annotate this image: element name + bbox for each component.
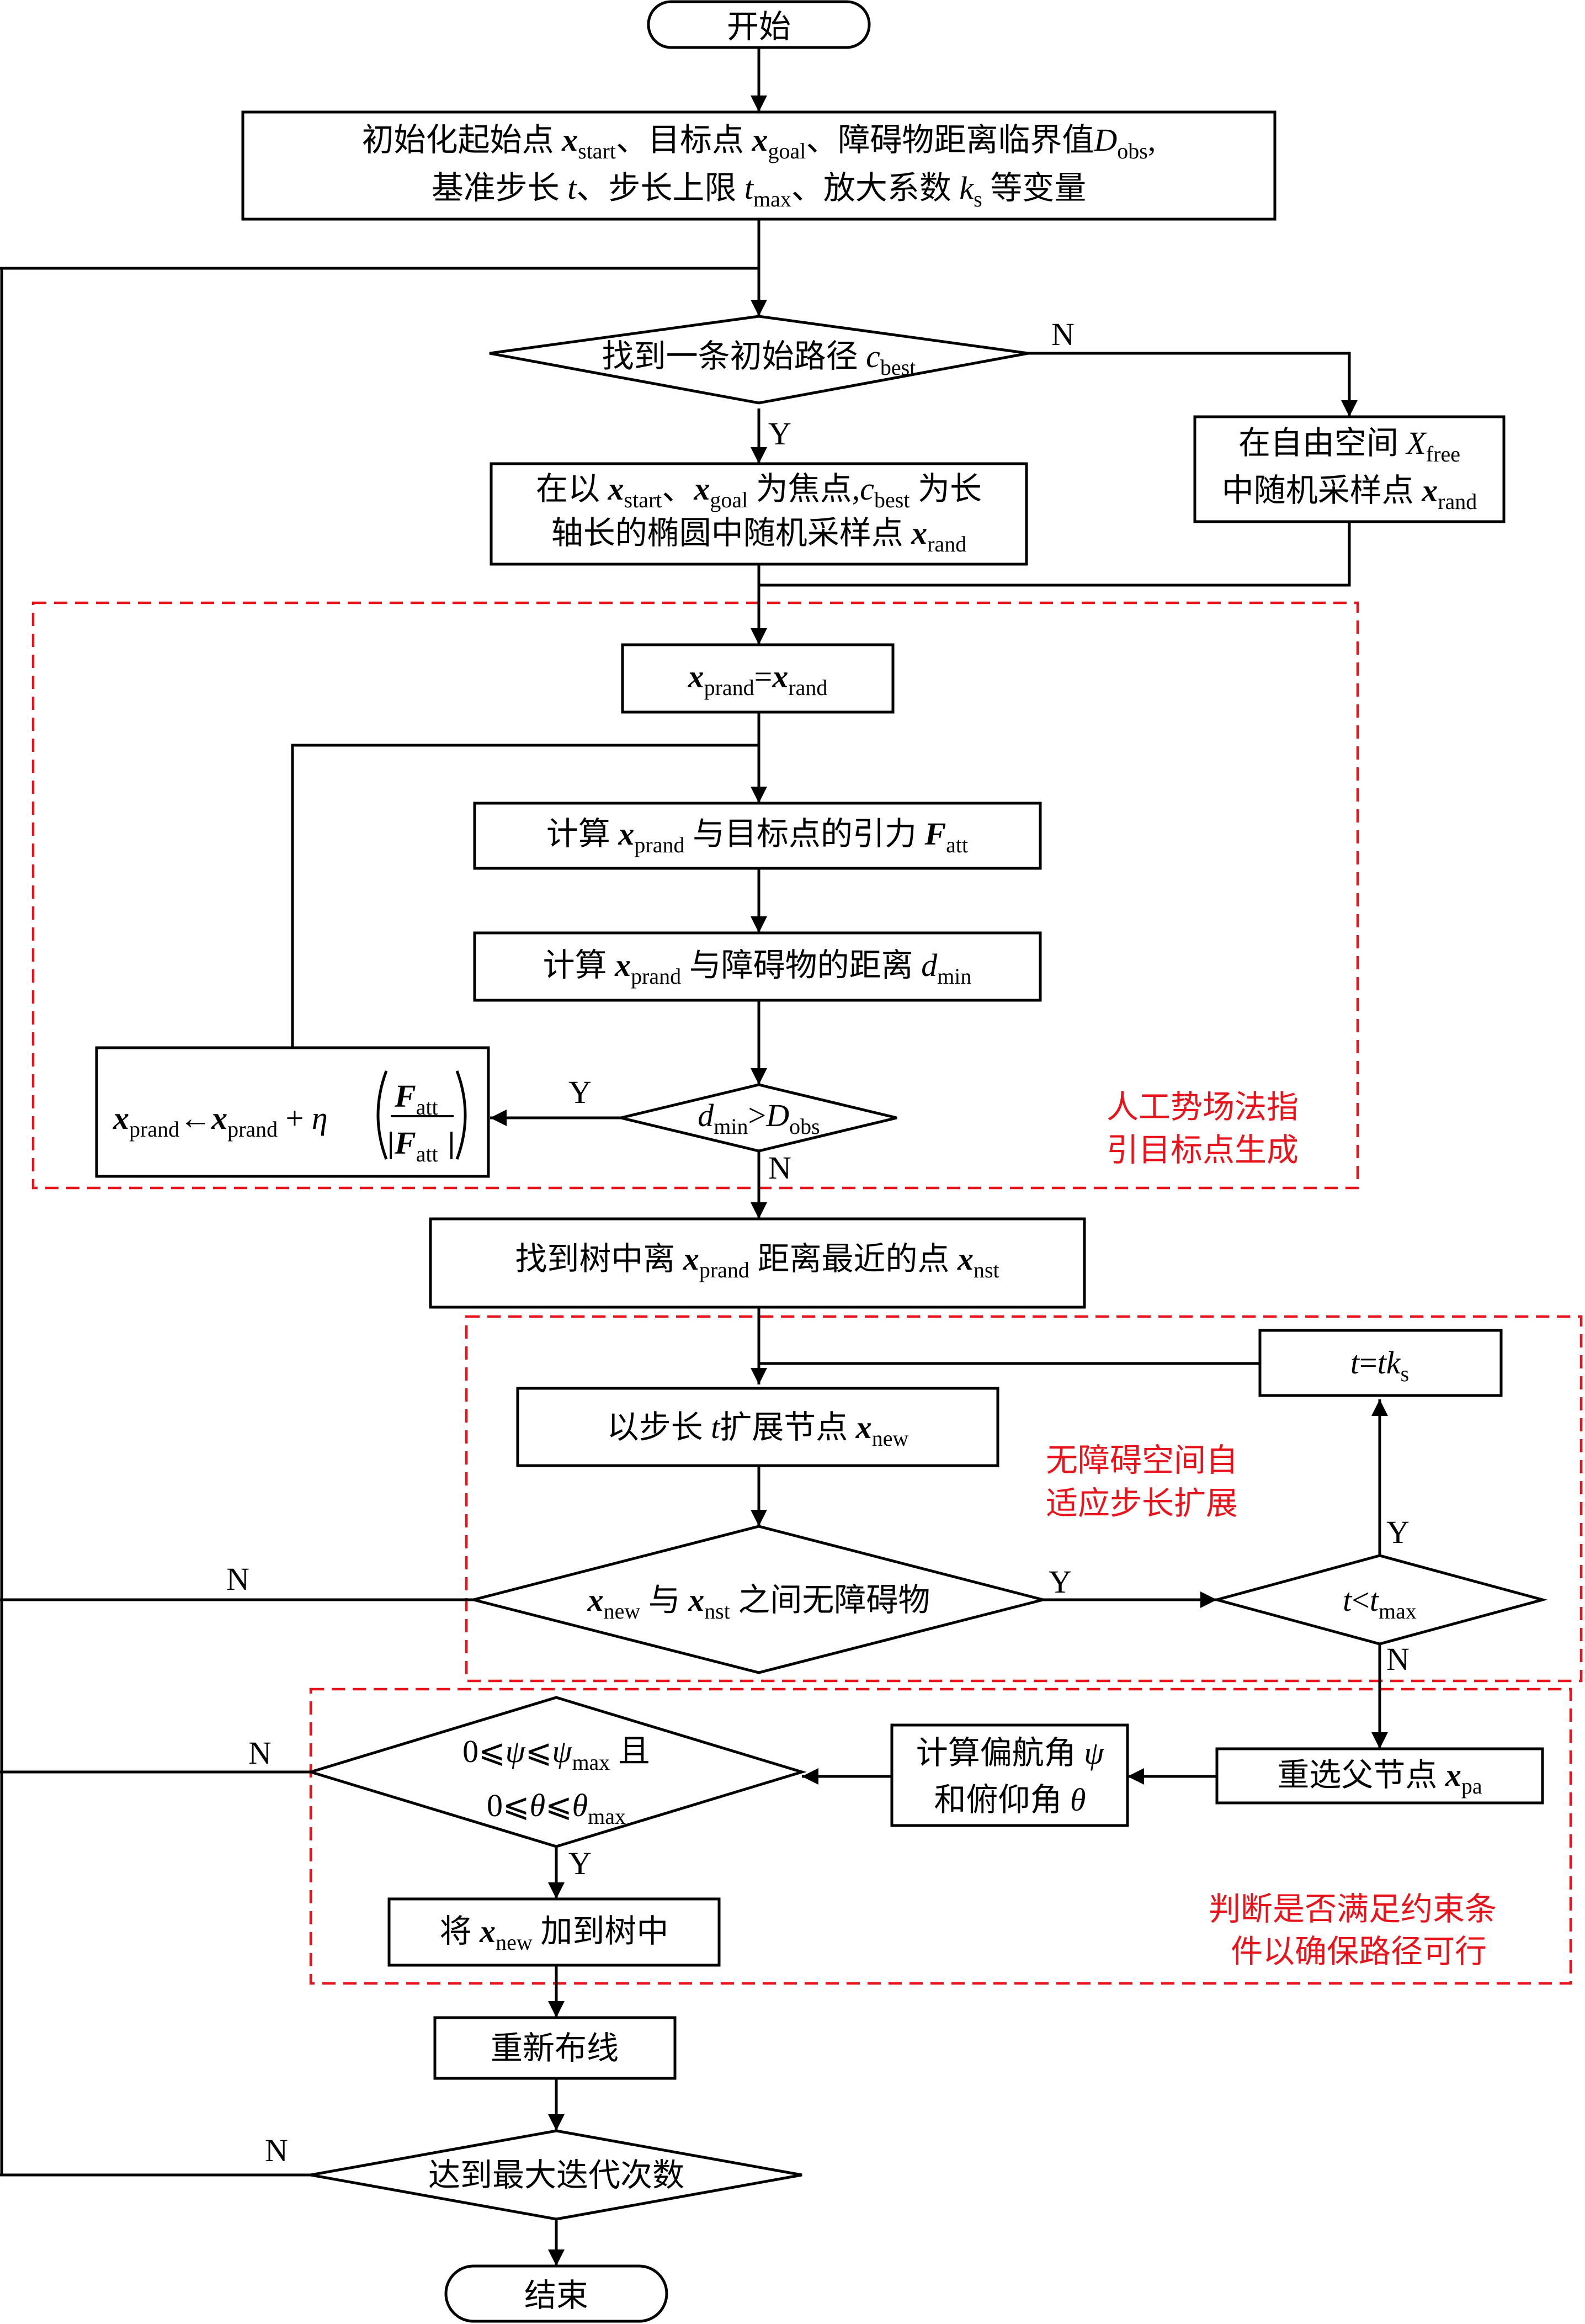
update-prand-box xyxy=(95,1046,490,1178)
reparent-box xyxy=(1215,1747,1544,1805)
update-formula: xprand←xprand + η Fatt Fatt xyxy=(113,1070,467,1166)
adaptive-step-region xyxy=(465,1315,1583,1683)
assign-label: xprand=xrand xyxy=(688,659,828,700)
rewire-label: 重新布线 xyxy=(491,2030,619,2066)
initial-path-label: 找到一条初始路径 cbest xyxy=(602,338,916,380)
step-limit-label: t<tmax xyxy=(1343,1582,1417,1623)
step-scale-label: t=tks xyxy=(1350,1345,1409,1386)
d6-no-label: N xyxy=(265,2132,288,2168)
yaw-line2: 和俯仰角 θ xyxy=(934,1782,1086,1818)
extend-node-label: 以步长 t扩展节点 xnew xyxy=(607,1409,909,1451)
reparent-label: 重选父节点 xpa xyxy=(1277,1757,1482,1798)
constraint-check-region xyxy=(309,1688,1572,1985)
assign-box xyxy=(621,643,895,714)
start-label: 开始 xyxy=(727,9,791,45)
end-terminal xyxy=(444,2264,668,2323)
d2-no-label: N xyxy=(768,1150,791,1186)
find-nearest-label: 找到树中离 xprand 距离最近的点 xnst xyxy=(515,1241,999,1282)
init-box xyxy=(241,110,1276,221)
initial-path-decision xyxy=(489,315,1029,405)
calc-distance-label: 计算 xprand 与障碍物的距离 dmin xyxy=(543,947,972,989)
angle-constraint-decision xyxy=(306,1696,807,1848)
init-line1: 初始化起始点 xstart、目标点 xgoal、障碍物距离临界值Dobs, xyxy=(362,122,1156,163)
calc-distance-box xyxy=(473,931,1042,1002)
step-limit-decision xyxy=(1211,1554,1548,1646)
d4-no-label: N xyxy=(1386,1641,1410,1677)
ellipse-sampling-box xyxy=(490,462,1028,566)
end-label: 结束 xyxy=(524,2278,588,2314)
ellipse-line2: 轴长的椭圆中随机采样点 xrand xyxy=(551,515,967,556)
max-iteration-label: 达到最大迭代次数 xyxy=(428,2157,684,2193)
d5-yes-label: Y xyxy=(568,1845,592,1881)
obstacle-free-decision xyxy=(473,1525,1044,1674)
update-denominator: Fatt xyxy=(394,1125,438,1166)
distance-decision xyxy=(620,1083,897,1153)
yaw-pitch-box xyxy=(890,1723,1129,1827)
apf-region xyxy=(31,601,1359,1190)
d4-yes-label: Y xyxy=(1386,1514,1410,1550)
apf-region-label-2: 引目标点生成 xyxy=(1107,1132,1299,1168)
free-sampling-box xyxy=(1193,415,1506,523)
distance-decision-label: dmin>Dobs xyxy=(698,1097,820,1139)
check-region-label-1: 判断是否满足约束条 xyxy=(1209,1891,1497,1927)
init-line2: 基准步长 t、步长上限 tmax、放大系数 ks 等变量 xyxy=(432,170,1087,211)
check-region-label-2: 件以确保路径可行 xyxy=(1231,1934,1487,1970)
free-line1: 在自由空间 Xfree xyxy=(1238,425,1460,466)
free-line2: 中随机采样点 xrand xyxy=(1222,473,1477,514)
adapt-region-label-1: 无障碍空间自 xyxy=(1046,1442,1238,1478)
obstacle-free-label: xnew 与 xnst 之间无障碍物 xyxy=(587,1582,930,1623)
add-to-tree-label: 将 xnew 加到树中 xyxy=(440,1913,669,1955)
d3-no-label: N xyxy=(226,1561,249,1597)
angle-line2: 0⩽θ⩽θmax xyxy=(487,1787,626,1829)
step-scale-box xyxy=(1258,1329,1503,1397)
angle-line1: 0⩽ψ⩽ψmax 且 xyxy=(462,1733,650,1775)
d1-no-label: N xyxy=(1051,316,1075,352)
d5-no-label: N xyxy=(248,1735,272,1771)
start-terminal xyxy=(647,0,871,49)
connectors xyxy=(0,47,1388,2266)
rewire-box xyxy=(433,2016,677,2080)
max-iteration-decision xyxy=(310,2129,802,2221)
apf-region-label-1: 人工势场法指 xyxy=(1107,1089,1299,1125)
calc-attraction-box xyxy=(473,802,1042,870)
ellipse-line1: 在以 xstart、xgoal 为焦点,cbest 为长 xyxy=(536,471,982,512)
d1-yes-label: Y xyxy=(768,416,791,452)
calc-attraction-label: 计算 xprand 与目标点的引力 Fatt xyxy=(546,816,968,857)
d3-yes-label: Y xyxy=(1049,1564,1072,1600)
find-nearest-box xyxy=(429,1217,1086,1309)
extend-node-box xyxy=(516,1387,999,1467)
add-to-tree-box xyxy=(387,1897,721,1967)
d2-yes-label: Y xyxy=(568,1074,592,1110)
adapt-region-label-2: 适应步长扩展 xyxy=(1046,1485,1238,1521)
svg-text:xprand←xprand + η: xprand←xprand + η xyxy=(113,1100,328,1142)
yaw-line1: 计算偏航角 ψ xyxy=(916,1735,1105,1771)
